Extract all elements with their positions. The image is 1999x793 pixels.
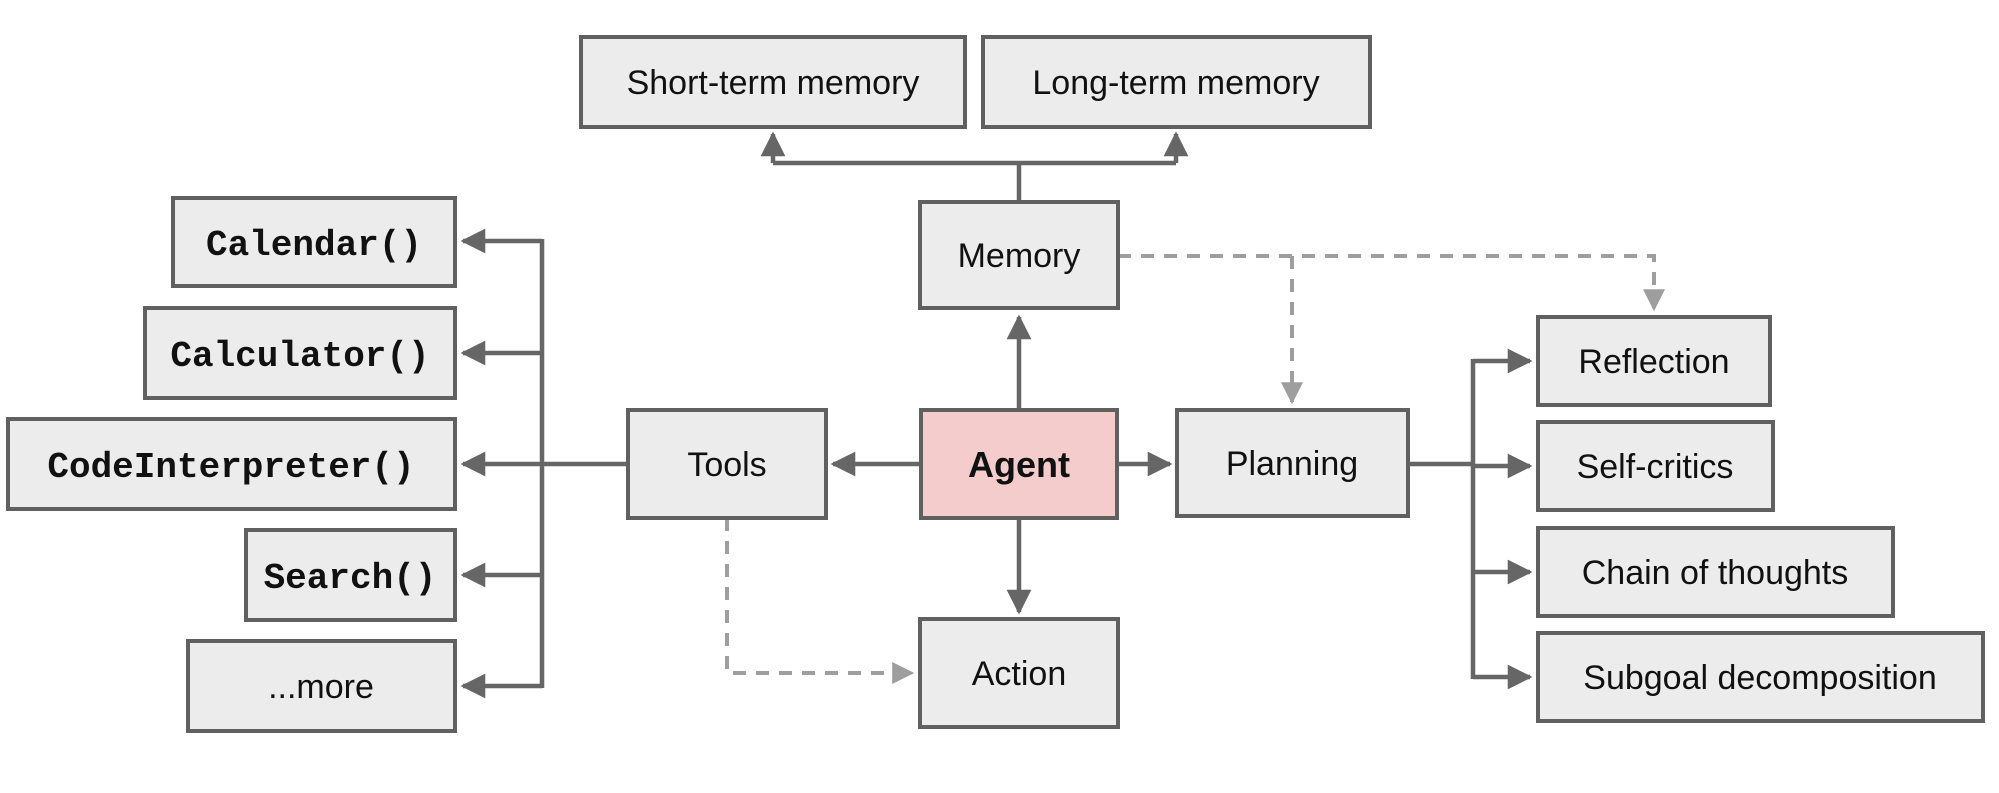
node-calendar-box xyxy=(171,196,457,288)
node-calendar-label: Calendar() xyxy=(206,225,422,266)
node-chain-of-thoughts-label: Chain of thoughts xyxy=(1582,554,1849,592)
node-subgoal-decomposition: Subgoal decomposition xyxy=(1536,631,1985,723)
node-self-critics-box xyxy=(1536,420,1775,512)
node-planning: Planning xyxy=(1175,408,1410,518)
node-calculator-box xyxy=(143,306,457,400)
node-more-box xyxy=(186,639,457,733)
node-planning-label: Planning xyxy=(1226,445,1358,483)
node-action-box xyxy=(918,617,1120,729)
node-long-term-memory-box xyxy=(981,35,1372,129)
node-reflection: Reflection xyxy=(1536,315,1772,407)
node-agent: Agent xyxy=(919,408,1119,520)
node-tools-box xyxy=(626,408,828,520)
node-memory-box xyxy=(918,200,1120,310)
node-chain-of-thoughts: Chain of thoughts xyxy=(1536,526,1895,618)
node-search: Search() xyxy=(244,528,457,622)
node-self-critics: Self-critics xyxy=(1536,420,1775,512)
dashed-connectors xyxy=(725,254,1665,684)
node-code-interpreter: CodeInterpreter() xyxy=(6,417,457,511)
node-subgoal-decomposition-label: Subgoal decomposition xyxy=(1583,659,1936,697)
dashed-edge-tools-to-action xyxy=(725,518,915,684)
node-chain-of-thoughts-box xyxy=(1536,526,1895,618)
dashed-edge-memory-to-reflection xyxy=(1118,254,1665,312)
node-memory: Memory xyxy=(918,200,1120,310)
node-subgoal-decomposition-box xyxy=(1536,631,1985,723)
node-planning-box xyxy=(1175,408,1410,518)
node-code-interpreter-label: CodeInterpreter() xyxy=(47,447,414,488)
node-memory-label: Memory xyxy=(958,237,1081,275)
solid-connectors xyxy=(460,131,1533,699)
node-more-label: ...more xyxy=(268,668,374,706)
node-reflection-box xyxy=(1536,315,1772,407)
node-calculator-label: Calculator() xyxy=(170,336,429,377)
node-reflection-label: Reflection xyxy=(1578,343,1729,381)
node-short-term-memory: Short-term memory xyxy=(579,35,967,129)
node-search-box xyxy=(244,528,457,622)
node-agent-box xyxy=(919,408,1119,520)
node-long-term-memory: Long-term memory xyxy=(981,35,1372,129)
node-tools: Tools xyxy=(626,408,828,520)
node-calculator: Calculator() xyxy=(143,306,457,400)
node-tools-label: Tools xyxy=(687,446,766,484)
node-action-label: Action xyxy=(972,655,1067,693)
node-agent-label: Agent xyxy=(968,444,1070,485)
node-more: ...more xyxy=(186,639,457,733)
node-search-label: Search() xyxy=(264,558,437,599)
node-action: Action xyxy=(918,617,1120,729)
node-long-term-memory-label: Long-term memory xyxy=(1032,64,1319,102)
node-short-term-memory-label: Short-term memory xyxy=(627,64,920,102)
node-short-term-memory-box xyxy=(579,35,967,129)
node-self-critics-label: Self-critics xyxy=(1577,448,1734,486)
node-code-interpreter-box xyxy=(6,417,457,511)
node-calendar: Calendar() xyxy=(171,196,457,288)
